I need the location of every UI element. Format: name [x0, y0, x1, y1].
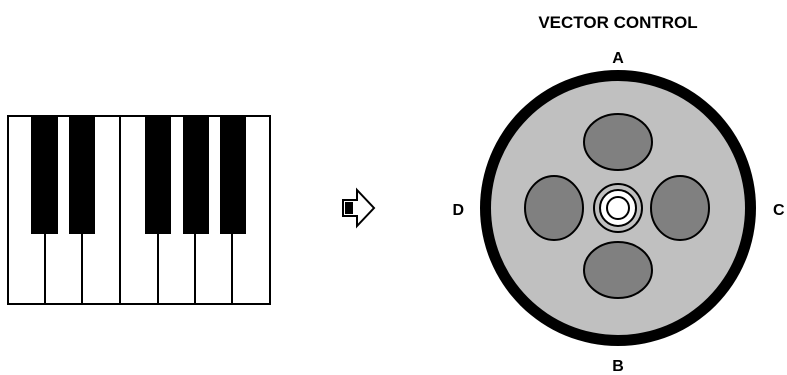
black-key: [31, 116, 58, 234]
vector-dial: [480, 70, 756, 346]
right-arrow-icon: [342, 187, 376, 229]
center-knob-inner: [606, 196, 630, 220]
black-key: [220, 116, 246, 234]
keyboard-outline: [7, 115, 271, 305]
keyboard: [7, 115, 271, 305]
label-a: A: [612, 50, 624, 67]
label-c: C: [773, 202, 785, 219]
pad-d: [524, 175, 584, 241]
black-key: [183, 116, 209, 234]
pad-b: [583, 241, 653, 299]
label-b: B: [612, 358, 624, 375]
black-key: [145, 116, 171, 234]
pad-c: [650, 175, 710, 241]
black-key: [69, 116, 95, 234]
label-d: D: [452, 202, 464, 219]
vector-control-title: VECTOR CONTROL: [538, 13, 697, 32]
pad-a: [583, 113, 653, 171]
